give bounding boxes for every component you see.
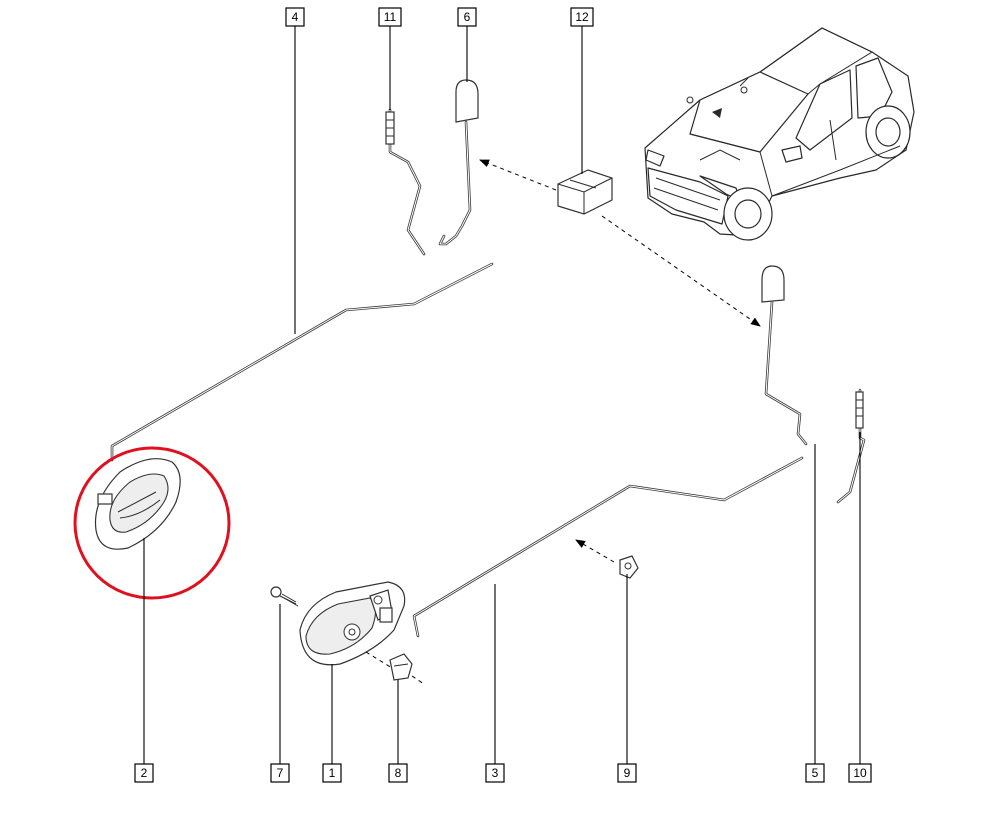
highlight-circle [73,446,231,600]
callout-10: 10 [848,763,872,783]
callout-7: 7 [270,763,290,783]
callout-6: 6 [457,7,477,27]
svg-text:8: 8 [395,766,402,780]
callout-3: 3 [485,763,505,783]
callout-11: 11 [378,7,402,27]
dashed-arrow-to-rod-5 [601,215,761,327]
svg-text:10: 10 [853,766,867,780]
svg-text:7: 7 [277,766,284,780]
rod-10 [836,388,866,504]
svg-text:2: 2 [141,766,148,780]
lock-module [557,169,613,215]
screw-7 [270,586,299,607]
door-lock-1 [299,581,406,666]
callout-8: 8 [388,763,408,783]
clip-8 [389,653,413,681]
svg-text:6: 6 [464,10,471,24]
svg-text:9: 9 [624,766,631,780]
rod-4 [110,262,494,462]
svg-text:3: 3 [492,766,499,780]
dashed-arrow-to-rod-6 [479,159,557,191]
svg-text:5: 5 [812,766,819,780]
rod-5 [761,265,808,446]
rod-6 [438,79,479,246]
callout-9: 9 [617,763,637,783]
dashed-line-1 [365,651,393,669]
inside-door-handle-2 [94,458,181,550]
car-illustration [644,27,915,241]
callout-4: 4 [285,7,305,27]
svg-text:11: 11 [384,10,397,24]
callout-1: 1 [322,763,342,783]
svg-text:12: 12 [575,10,589,24]
leader-lines [143,26,861,764]
svg-text:4: 4 [292,10,299,24]
callout-2: 2 [134,763,154,783]
callout-5: 5 [805,763,825,783]
dashed-arrow-to-rod-3 [575,539,615,563]
rod-11 [385,108,426,256]
callout-12: 12 [570,7,594,27]
dashed-line-8 [411,675,425,685]
svg-text:1: 1 [329,766,336,780]
rod-3 [412,456,804,638]
clip-9 [619,555,639,579]
